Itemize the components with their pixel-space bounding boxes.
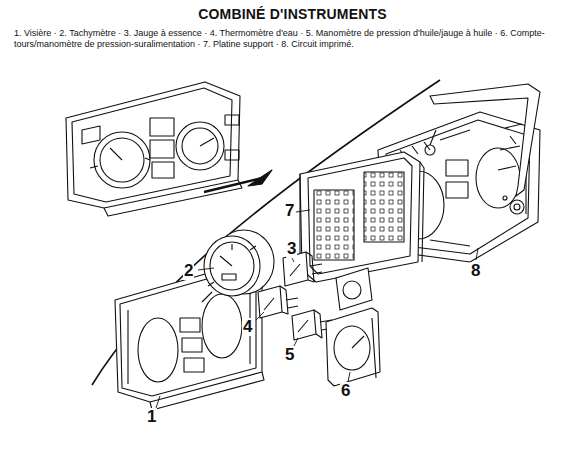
callout-number: 6	[340, 382, 351, 400]
connector-strip	[425, 84, 540, 214]
callout-number: 4	[242, 318, 253, 336]
tachometer-boost	[326, 308, 380, 386]
parts-caption: 1. Visière · 2. Tachymètre · 3. Jauge à …	[14, 28, 574, 50]
callout-number: 8	[470, 262, 481, 280]
gauge-module	[336, 268, 372, 310]
callout-number: 1	[146, 408, 157, 426]
leader-lines	[156, 210, 478, 408]
callout-number: 3	[286, 240, 297, 258]
callout-number: 5	[284, 346, 295, 364]
support-plate	[300, 152, 424, 282]
water-thermometer	[258, 286, 298, 318]
diagram-title: COMBINÉ D'INSTRUMENTS	[0, 6, 585, 22]
callout-number: 7	[284, 202, 295, 220]
callout-number: 2	[183, 262, 194, 280]
assembled-cluster	[66, 82, 242, 216]
